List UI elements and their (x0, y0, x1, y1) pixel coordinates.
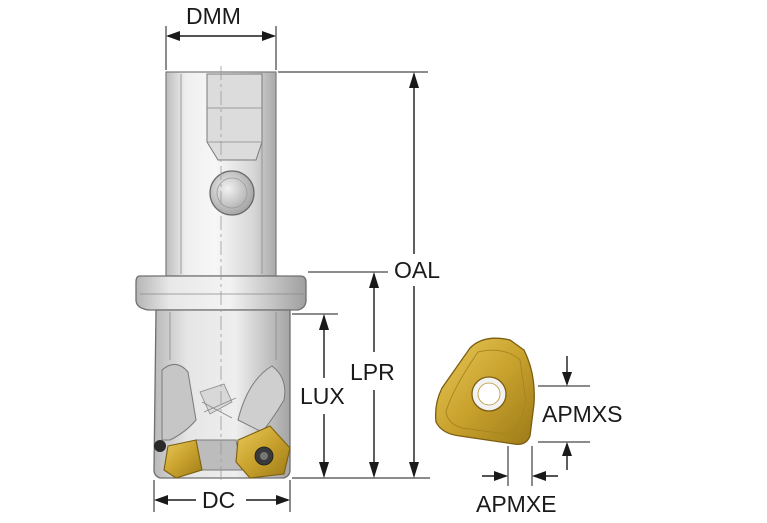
dimension-lines (153, 26, 590, 512)
label-apmxe: APMXE (476, 491, 557, 517)
label-apmxs: APMXS (542, 401, 623, 427)
milling-cutter (135, 66, 307, 480)
label-dc: DC (202, 487, 235, 513)
label-oal: OAL (394, 257, 440, 283)
insert-screw-left (154, 440, 166, 452)
chip-flute-right (237, 365, 286, 433)
label-dmm: DMM (186, 3, 241, 29)
label-lux: LUX (300, 383, 345, 409)
clamping-flat (206, 73, 263, 161)
label-lpr: LPR (350, 359, 395, 385)
chip-flute-left (161, 364, 197, 441)
insert-detail (434, 337, 535, 445)
insert-left (163, 439, 203, 479)
